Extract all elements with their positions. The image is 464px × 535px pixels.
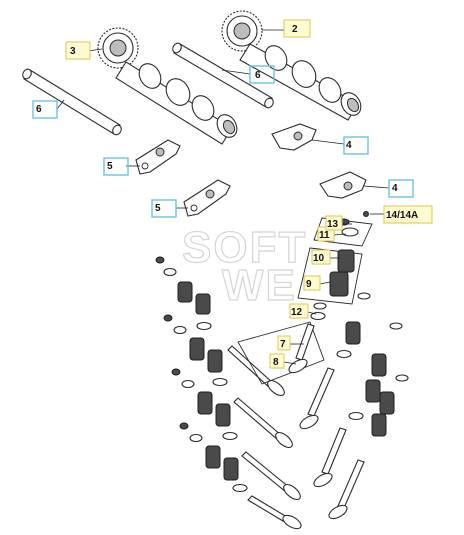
callout-9[interactable]: 9: [303, 275, 321, 291]
spring-group-b: [163, 314, 228, 387]
valve-stack-right: [299, 292, 409, 520]
watermark-line-1: SOFT: [182, 223, 307, 272]
center-spring-stack: [297, 211, 373, 321]
callouts: 2 3 4 4 5 5 6 6: [32, 19, 433, 369]
svg-text:6: 6: [36, 104, 42, 115]
svg-text:5: 5: [107, 161, 113, 172]
valve-stack-left: [155, 256, 248, 493]
svg-text:2: 2: [292, 24, 298, 35]
callout-6-left[interactable]: 6: [32, 100, 58, 119]
callout-3[interactable]: 3: [65, 41, 91, 60]
svg-text:12: 12: [291, 307, 303, 318]
svg-text:14/14A: 14/14A: [386, 210, 418, 221]
callout-7[interactable]: 7: [277, 335, 291, 351]
svg-text:13: 13: [327, 219, 339, 230]
svg-text:4: 4: [346, 140, 352, 151]
center-valves: [237, 321, 325, 385]
svg-text:8: 8: [273, 357, 279, 368]
rocker-arm-5-upper: [135, 139, 181, 175]
callout-5-lower[interactable]: 5: [151, 199, 177, 218]
valves-left: [227, 345, 302, 530]
callout-4-upper[interactable]: 4: [343, 136, 369, 155]
svg-text:6: 6: [255, 70, 261, 81]
callout-2[interactable]: 2: [283, 19, 311, 38]
watermark-line-2: WE: [222, 261, 297, 310]
shaft-left: [22, 68, 122, 136]
svg-text:5: 5: [155, 203, 161, 214]
callout-6-right[interactable]: 6: [249, 65, 275, 84]
camshaft-left: [97, 27, 238, 145]
spring-group-d: [179, 422, 248, 493]
rocker-arm-4-upper: [271, 123, 317, 151]
callout-8[interactable]: 8: [269, 353, 285, 369]
svg-text:10: 10: [313, 253, 325, 264]
leader-lines: [56, 29, 390, 365]
rocker-arm-4-lower: [319, 171, 367, 199]
callout-4-lower[interactable]: 4: [388, 179, 414, 198]
camshaft-right: [221, 10, 362, 121]
svg-text:9: 9: [306, 279, 312, 290]
svg-text:11: 11: [319, 230, 330, 241]
callout-10[interactable]: 10: [311, 249, 331, 265]
shaft-right: [172, 42, 274, 109]
callout-5-upper[interactable]: 5: [103, 157, 129, 176]
spring-group-c: [171, 368, 238, 441]
callout-12[interactable]: 12: [289, 303, 309, 319]
spring-group-a: [155, 256, 212, 331]
svg-text:4: 4: [392, 183, 398, 194]
watermark: SOFT WE: [181, 222, 307, 310]
callout-13[interactable]: 13: [325, 215, 343, 231]
callout-14-14a[interactable]: 14/14A: [383, 205, 433, 224]
rocker-arm-5-lower: [183, 179, 231, 217]
svg-text:7: 7: [280, 339, 286, 350]
svg-text:3: 3: [70, 46, 76, 57]
